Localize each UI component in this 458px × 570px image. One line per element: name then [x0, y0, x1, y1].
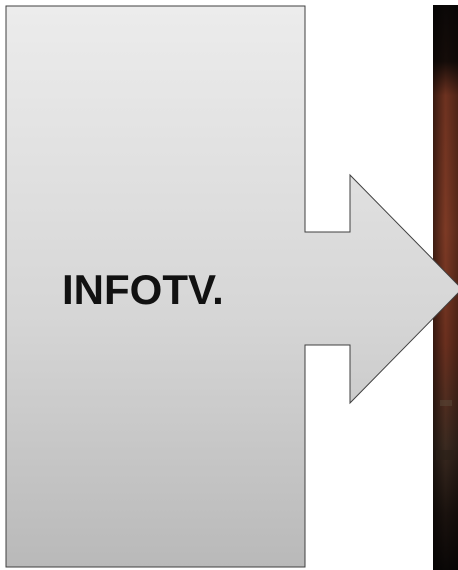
- callout-label: INFOTV.: [62, 264, 262, 316]
